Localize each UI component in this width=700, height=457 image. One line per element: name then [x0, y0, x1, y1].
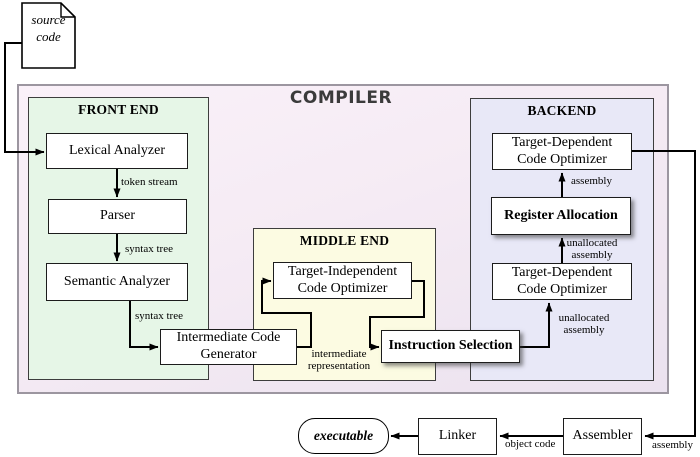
assembly-label-output: assembly	[652, 439, 693, 451]
register-allocation-box: Register Allocation	[491, 197, 631, 235]
linker-box: Linker	[418, 418, 497, 455]
target-dependent-code-optimizer-top-box: Target-Dependent Code Optimizer	[492, 133, 632, 170]
unallocated-assembly-label-upper: unallocated assembly	[566, 237, 618, 261]
syntax-tree-label-2: syntax tree	[135, 310, 183, 322]
unallocated-assembly-label-lower: unallocated assembly	[558, 312, 610, 336]
backend-title: BACKEND	[527, 103, 597, 118]
middle-end-title: MIDDLE END	[299, 233, 390, 248]
lexical-analyzer-box: Lexical Analyzer	[46, 133, 188, 169]
intermediate-code-generator-box: Intermediate Code Generator	[160, 329, 297, 365]
compiler-title: COMPILER	[289, 88, 393, 108]
object-code-label: object code	[505, 438, 556, 450]
parser-box: Parser	[48, 199, 187, 234]
token-stream-label: token stream	[121, 176, 178, 188]
executable-node: executable	[298, 418, 389, 454]
intermediate-representation-label: intermediate representation	[307, 348, 371, 372]
assembly-label-backend: assembly	[571, 175, 612, 187]
target-independent-code-optimizer-box: Target-Independent Code Optimizer	[273, 262, 412, 299]
assembler-box: Assembler	[563, 418, 642, 455]
target-dependent-code-optimizer-bottom-box: Target-Dependent Code Optimizer	[492, 263, 632, 300]
syntax-tree-label-1: syntax tree	[125, 243, 173, 255]
semantic-analyzer-box: Semantic Analyzer	[46, 263, 188, 301]
instruction-selection-box: Instruction Selection	[381, 330, 520, 363]
source-code-document: source code	[31, 12, 66, 44]
front-end-title: FRONT END	[78, 102, 159, 117]
